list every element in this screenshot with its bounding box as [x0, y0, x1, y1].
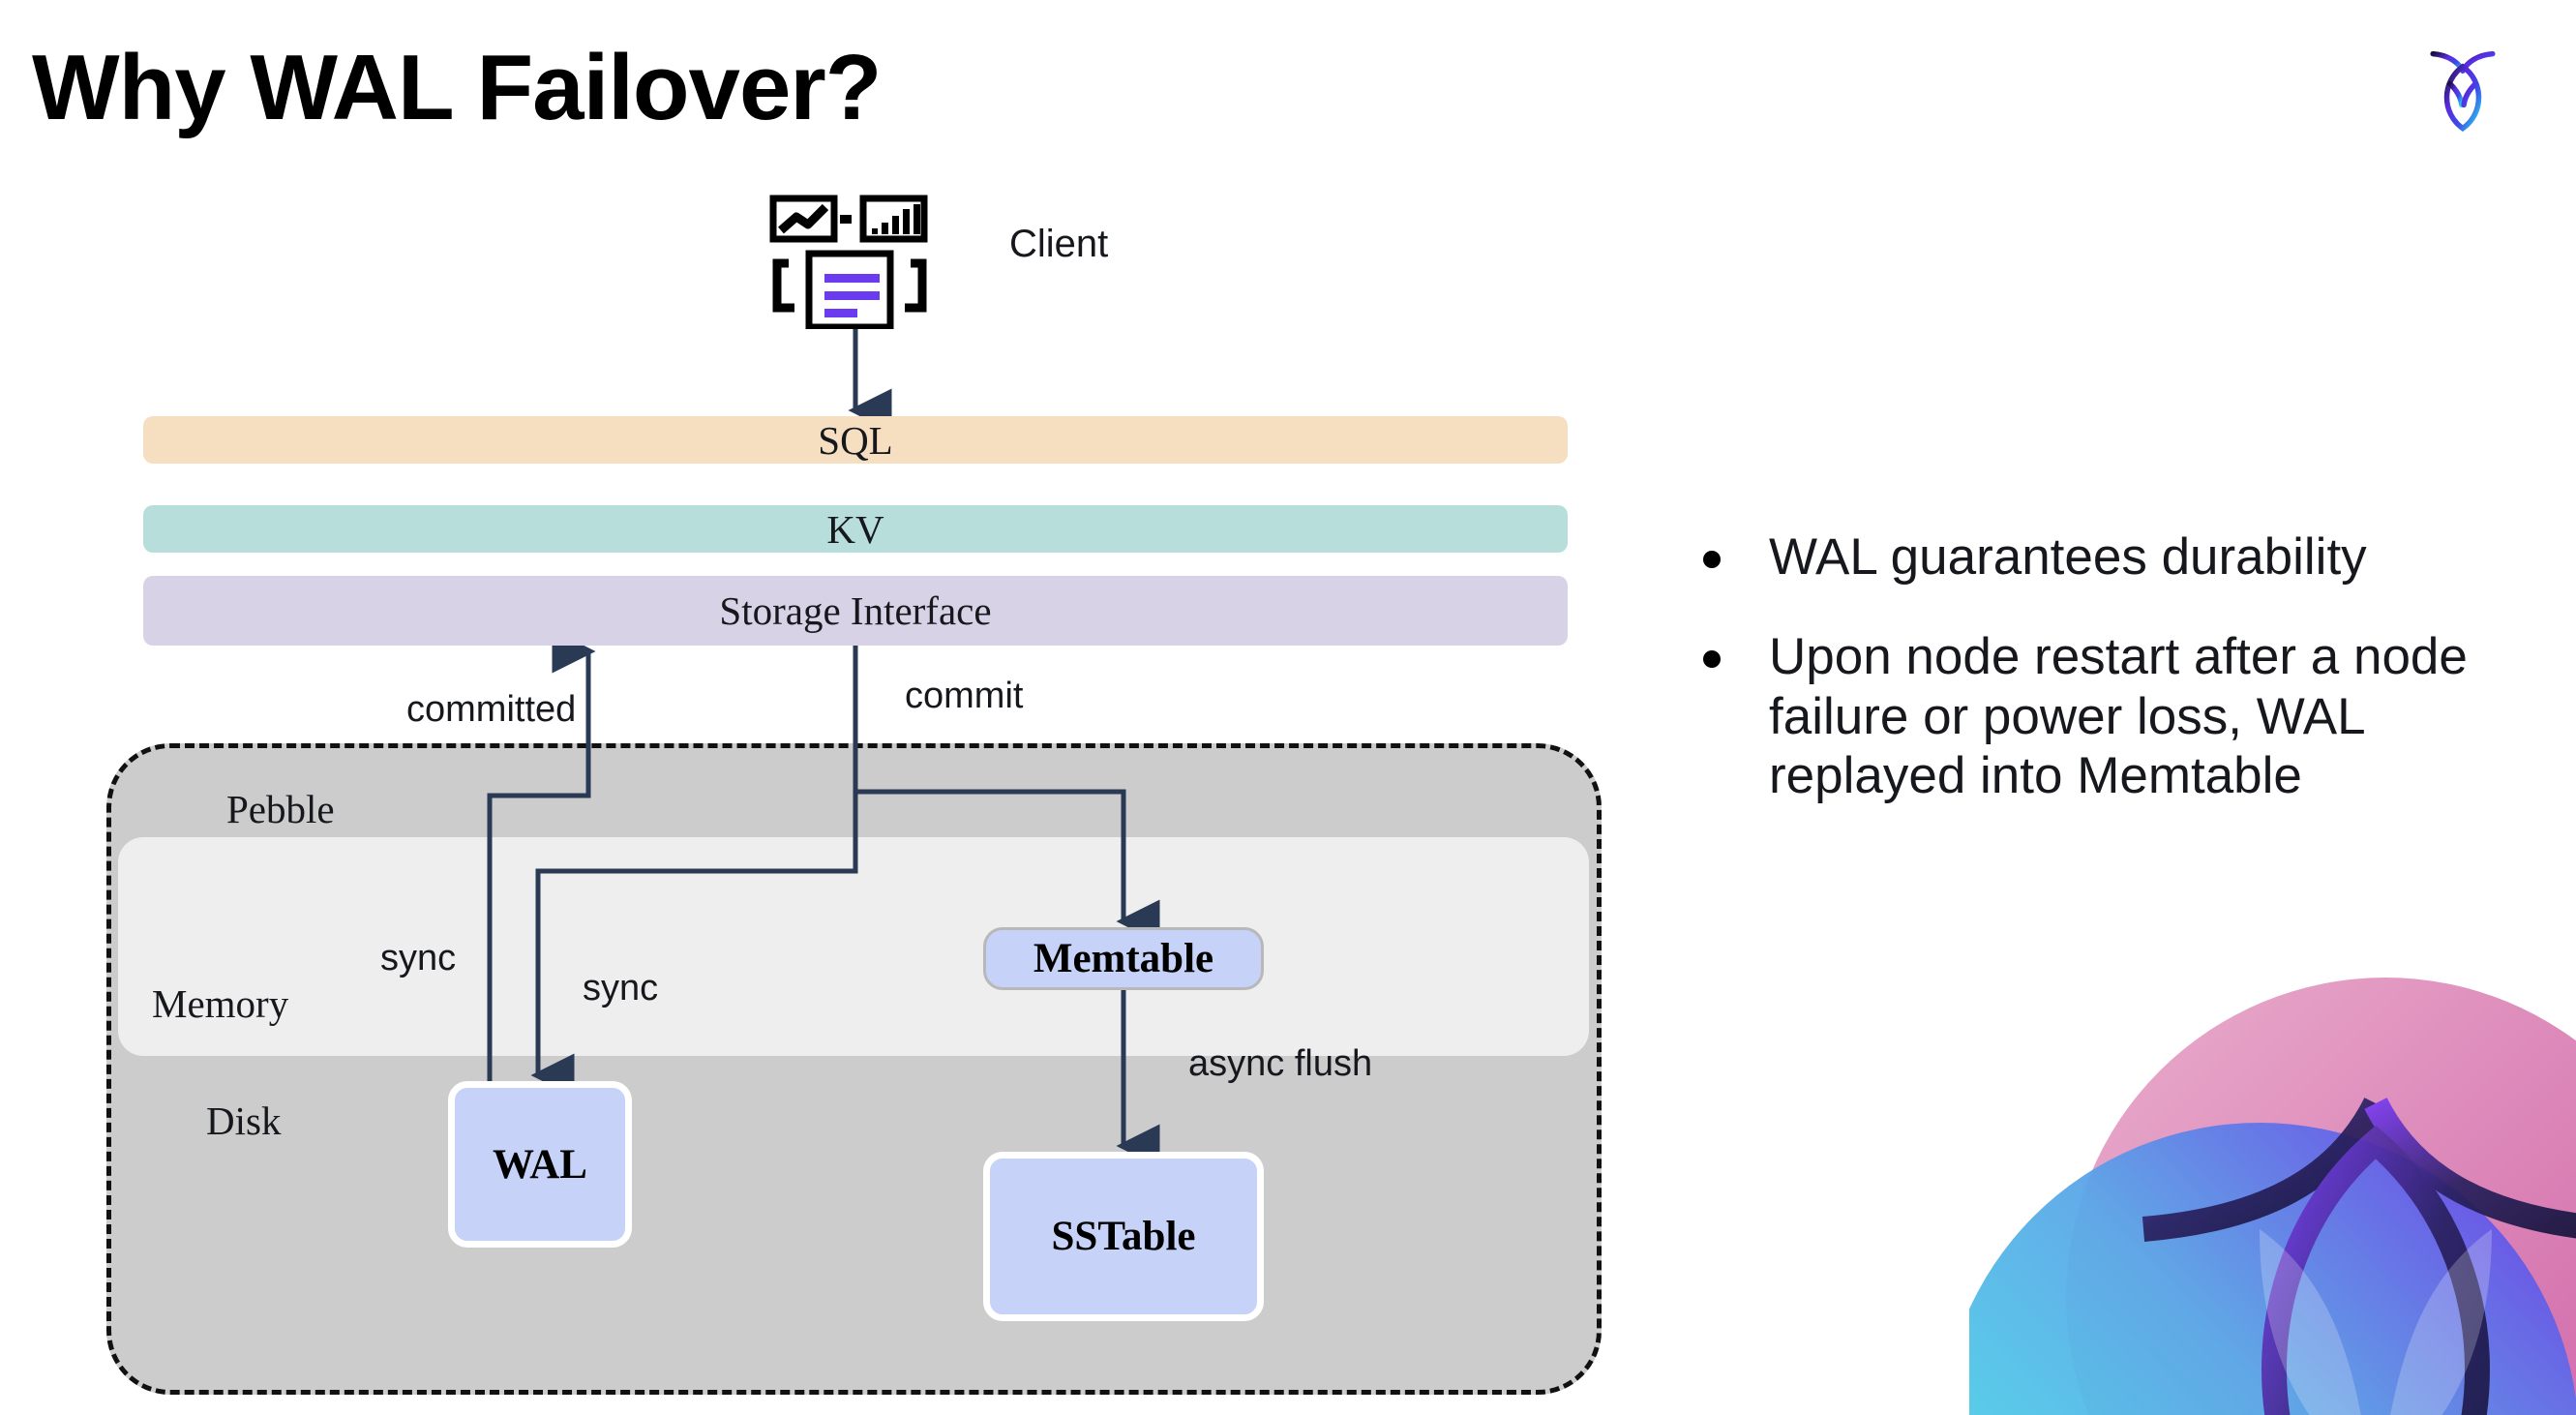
pebble-label: Pebble	[226, 787, 335, 831]
node-memtable[interactable]: Memtable	[983, 927, 1264, 990]
memory-label: Memory	[152, 981, 289, 1026]
bullet-text: Upon node restart after a node failure o…	[1769, 628, 2468, 805]
client-dashboard-icon	[769, 194, 934, 331]
layer-bar-kv[interactable]: KV	[143, 505, 1568, 553]
list-item: WAL guarantees durability	[1703, 527, 2535, 587]
disk-label: Disk	[206, 1099, 282, 1143]
bullet-dot-icon	[1703, 551, 1721, 568]
node-memtable-label: Memtable	[1033, 936, 1214, 981]
layer-bar-sql-label: SQL	[818, 417, 893, 463]
layer-bar-kv-label: KV	[826, 506, 884, 552]
node-sstable[interactable]: SSTable	[983, 1152, 1264, 1321]
bullet-text: WAL guarantees durability	[1769, 528, 2367, 586]
edge-label-committed: committed	[406, 689, 577, 730]
layer-bar-storage-interface-label: Storage Interface	[719, 588, 992, 633]
edge-label-async-flush: async flush	[1188, 1043, 1373, 1084]
cockroachdb-logo	[2410, 37, 2516, 143]
edge-label-sync-right: sync	[583, 968, 659, 1009]
bullet-dot-icon	[1703, 650, 1721, 669]
list-item: Upon node restart after a node failure o…	[1703, 627, 2535, 805]
architecture-diagram: Pebble Memory Disk	[106, 194, 1602, 1395]
node-wal-label: WAL	[493, 1141, 587, 1188]
cockroachdb-watermark	[1969, 939, 2576, 1415]
layer-bar-sql[interactable]: SQL	[143, 416, 1568, 464]
page-title: Why WAL Failover?	[32, 36, 882, 139]
node-wal[interactable]: WAL	[448, 1081, 632, 1248]
bullet-list: WAL guarantees durability Upon node rest…	[1703, 527, 2535, 847]
memory-region	[118, 837, 1589, 1056]
edge-label-sync-left: sync	[380, 938, 457, 978]
edge-label-commit: commit	[905, 676, 1024, 716]
layer-bar-storage-interface[interactable]: Storage Interface	[143, 576, 1568, 646]
node-sstable-label: SSTable	[1051, 1214, 1196, 1259]
client-label: Client	[1009, 223, 1109, 265]
